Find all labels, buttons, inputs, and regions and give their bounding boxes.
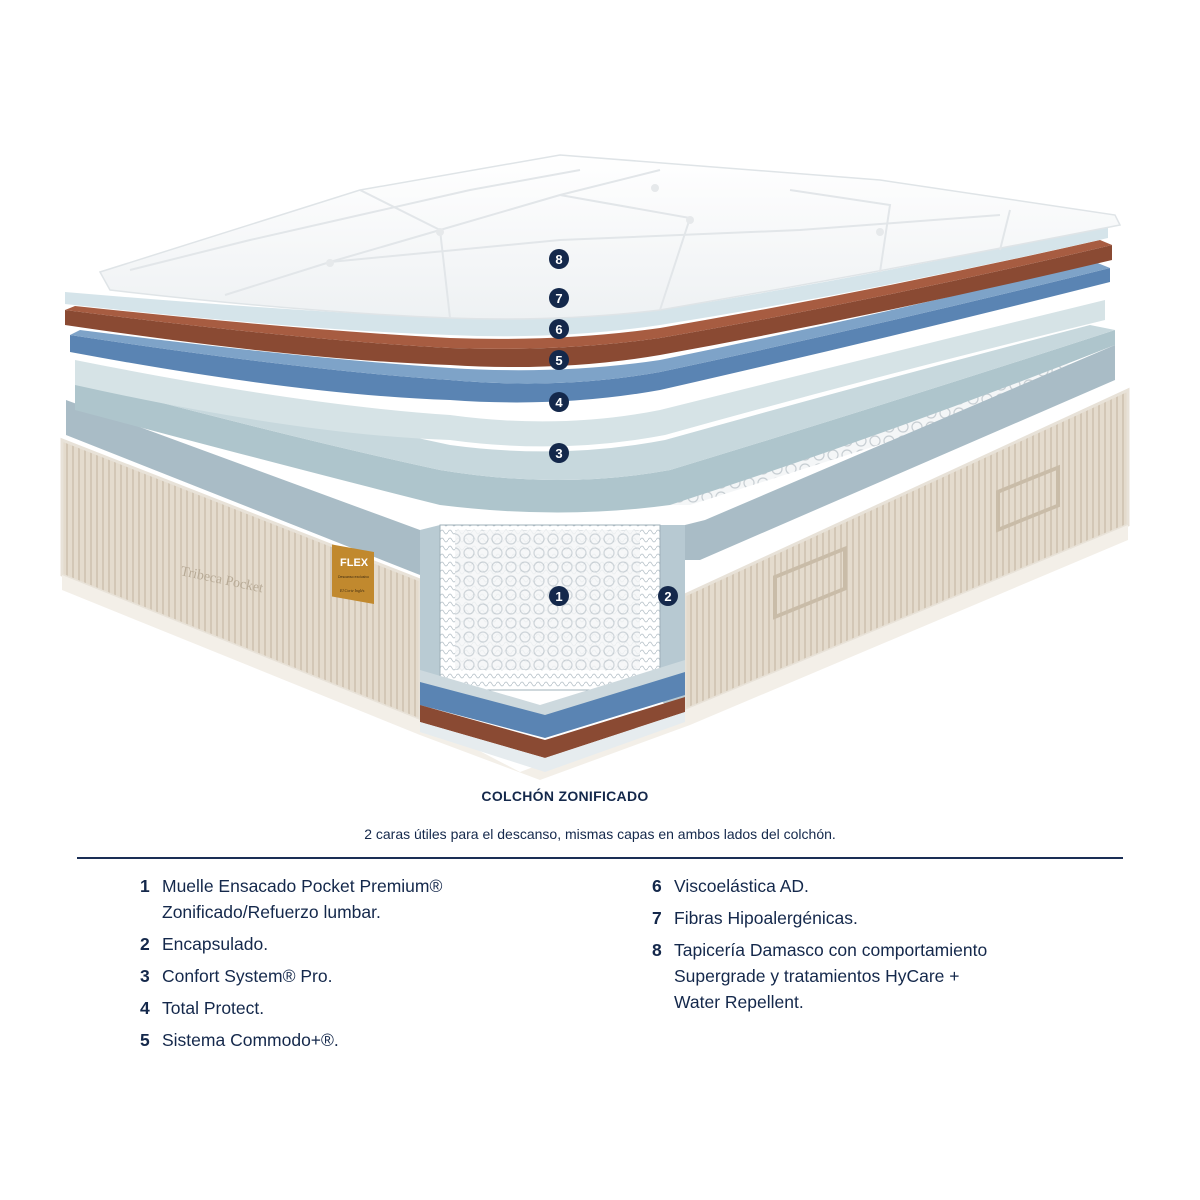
legend-item: 7 Fibras Hipoalergénicas. — [652, 905, 1122, 931]
legend-number: 6 — [652, 876, 662, 896]
legend-number: 4 — [140, 998, 150, 1018]
layer-7 — [65, 225, 1108, 337]
legend-text: Total Protect. — [162, 998, 265, 1018]
legend-left-column: 1 Muelle Ensacado Pocket Premium® Zonifi… — [140, 873, 610, 1059]
legend-item: 2 Encapsulado. — [140, 931, 610, 957]
badge-3: 3 — [549, 443, 569, 463]
legend-text: Sistema Commodo+®. — [162, 1030, 339, 1050]
svg-text:7: 7 — [555, 291, 562, 306]
bottom-foam — [420, 672, 685, 738]
mattress-cutaway-illustration: Tribeca Pocket FLEX Descanso exclusivo E… — [60, 154, 1130, 780]
legend-number: 8 — [652, 940, 662, 960]
flex-label-sub: Descanso exclusivo — [338, 575, 369, 579]
legend-item: 8 Tapicería Damasco con comportamiento S… — [652, 937, 1122, 1015]
layer-badges: 8 7 6 5 4 3 1 2 — [549, 249, 678, 606]
handle-right — [996, 464, 1060, 533]
flex-label: FLEX Descanso exclusivo El Corte Inglés — [332, 544, 374, 604]
legend-item: 3 Confort System® Pro. — [140, 963, 610, 989]
diagram-title: COLCHÓN ZONIFICADO — [481, 788, 649, 804]
legend-text: Confort System® Pro. — [162, 966, 333, 986]
svg-text:4: 4 — [555, 395, 563, 410]
layer-8-top-cover — [98, 154, 1122, 320]
divider-line — [77, 857, 1123, 859]
legend-item: 6 Viscoelástica AD. — [652, 873, 1122, 899]
bottom-visco — [420, 697, 685, 758]
flex-label-signature: El Corte Inglés — [339, 588, 365, 593]
badge-1: 1 — [549, 586, 569, 606]
pocket-springs — [439, 524, 661, 691]
legend-text: Fibras Hipoalergénicas. — [674, 908, 858, 928]
badge-2: 2 — [658, 586, 678, 606]
badge-5: 5 — [549, 350, 569, 370]
svg-text:3: 3 — [555, 446, 562, 461]
legend-item: 5 Sistema Commodo+®. — [140, 1027, 610, 1053]
layer-4 — [75, 300, 1105, 447]
legend-right-column: 6 Viscoelástica AD. 7 Fibras Hipoalergén… — [652, 873, 1122, 1021]
svg-text:2: 2 — [664, 589, 671, 604]
legend-number: 3 — [140, 966, 150, 986]
legend-text: Tapicería Damasco con comportamiento Sup… — [674, 940, 988, 1012]
legend-text: Muelle Ensacado Pocket Premium® Zonifica… — [162, 876, 443, 922]
layer-6 — [65, 240, 1112, 368]
bottom-layers — [420, 660, 685, 772]
flex-label-brand: FLEX — [340, 557, 369, 569]
legend-text: Encapsulado. — [162, 934, 269, 954]
legend-text: Viscoelástica AD. — [674, 876, 809, 896]
svg-text:5: 5 — [555, 353, 562, 368]
legend-item: 1 Muelle Ensacado Pocket Premium® Zonifi… — [140, 873, 610, 925]
badge-4: 4 — [549, 392, 569, 412]
badge-7: 7 — [549, 288, 569, 308]
diagram-subtitle: 2 caras útiles para el descanso, mismas … — [364, 826, 836, 842]
legend-item: 4 Total Protect. — [140, 995, 610, 1021]
legend-number: 7 — [652, 908, 662, 928]
legend-number: 2 — [140, 934, 150, 954]
legend-number: 5 — [140, 1030, 150, 1050]
bottom-fibres — [420, 712, 685, 772]
badge-8: 8 — [549, 249, 569, 269]
badge-6: 6 — [549, 319, 569, 339]
svg-text:8: 8 — [555, 252, 562, 267]
svg-text:1: 1 — [555, 589, 562, 604]
svg-text:6: 6 — [555, 322, 562, 337]
legend-number: 1 — [140, 876, 150, 896]
layer-3 — [75, 325, 1115, 513]
handle-left — [773, 545, 847, 620]
